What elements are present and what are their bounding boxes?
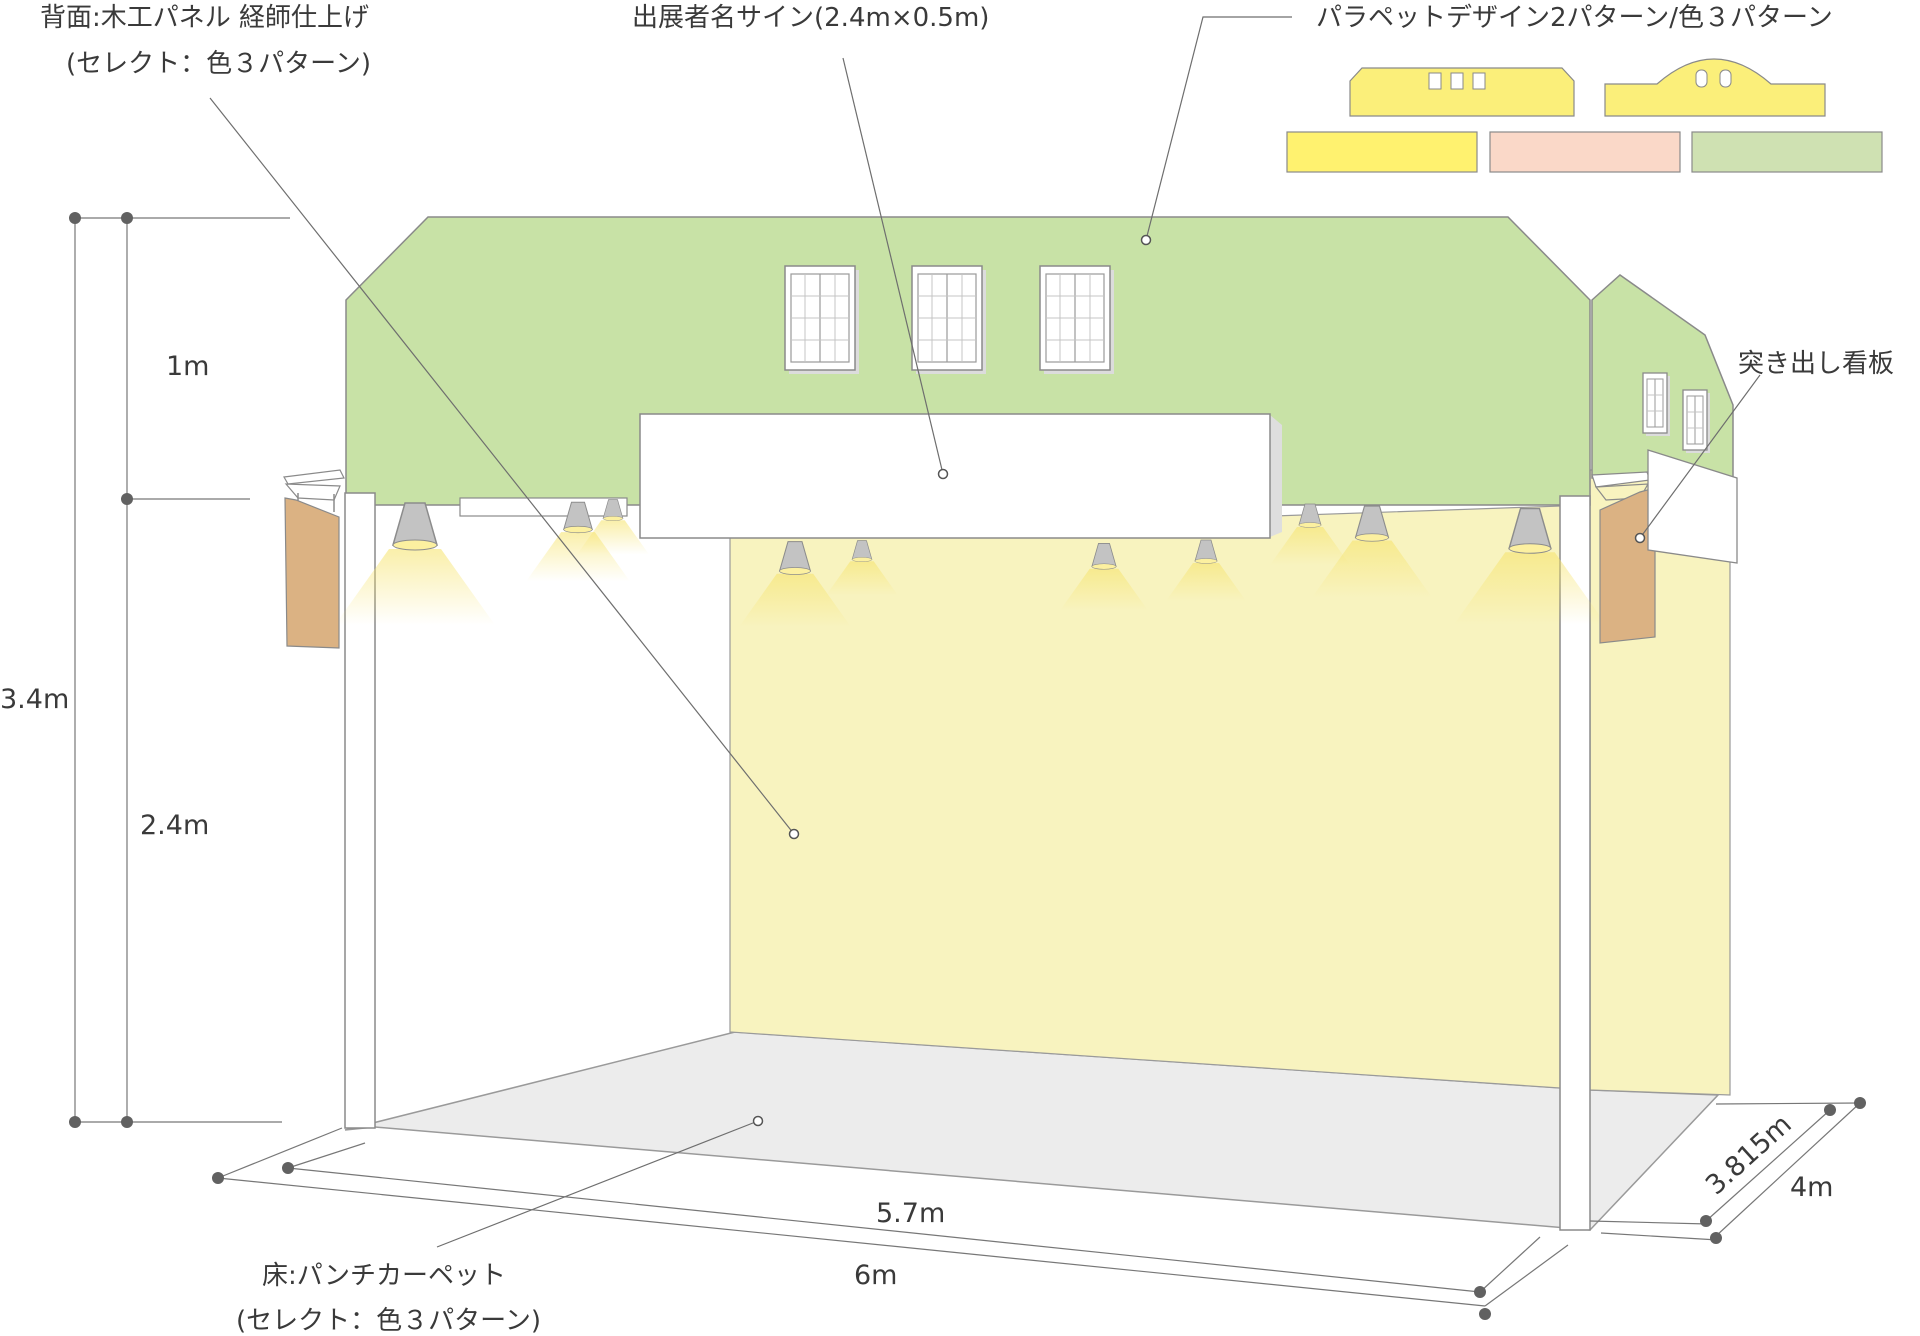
callout-point-icon [1140, 234, 1152, 246]
callout-point-icon [752, 1115, 764, 1127]
back-wall-label: 背面:木工パネル 経師仕上げ [40, 3, 369, 33]
callout-point-icon [1634, 532, 1646, 544]
dimension-point-icon [1710, 1232, 1722, 1244]
light-track [459, 497, 628, 517]
callout-point-icon [788, 828, 800, 840]
window-icon [1450, 72, 1464, 90]
window-icon [784, 265, 860, 375]
floor-note: (セレクト：色３パターン) [236, 1306, 541, 1336]
dimension-point-icon [1700, 1215, 1712, 1227]
dim-wall-height: 2.4m [140, 810, 209, 841]
window-icon [1039, 265, 1115, 375]
back-wall-note: (セレクト：色３パターン) [66, 49, 371, 79]
dimension-point-icon [121, 1116, 133, 1128]
dimension-point-icon [1474, 1286, 1486, 1298]
dimension-point-icon [212, 1172, 224, 1184]
color-swatch-green [1691, 131, 1883, 173]
window-icon [1695, 69, 1708, 88]
dimension-point-icon [1854, 1097, 1866, 1109]
dimension-point-icon [282, 1162, 294, 1174]
dim-total-height: 3.4m [0, 684, 69, 715]
parapet-option-arched [1604, 58, 1826, 117]
fascia-sign-label: 出展者名サイン(2.4m×0.5m) [632, 3, 989, 33]
dimension-point-icon [1479, 1308, 1491, 1320]
window-icon [1719, 69, 1732, 88]
dim-outer-width: 6m [854, 1260, 897, 1291]
dimension-point-icon [69, 212, 81, 224]
window-icon [1428, 72, 1442, 90]
dim-inner-width: 5.7m [876, 1198, 945, 1229]
parapet-option-straight [1349, 67, 1575, 117]
left-projecting-sign [284, 497, 340, 649]
right-projecting-sign [1599, 487, 1656, 644]
dimension-point-icon [1824, 1104, 1836, 1116]
dimension-point-icon [121, 212, 133, 224]
window-icon [1642, 372, 1671, 437]
right-signboard-panel [1647, 449, 1738, 564]
window-icon [1682, 389, 1711, 454]
dimension-point-icon [69, 1116, 81, 1128]
parapet-label: パラペットデザイン2パターン/色３パターン [1316, 3, 1833, 33]
left-sign-bracket [283, 469, 345, 485]
window-icon [911, 265, 987, 375]
projecting-sign-label: 突き出し看板 [1738, 349, 1894, 379]
color-swatch-pink [1489, 131, 1681, 173]
dimension-point-icon [121, 493, 133, 505]
callout-point-icon [937, 468, 949, 480]
window-icon [1472, 72, 1486, 90]
dim-inner-depth: 3.815m [1700, 1109, 1798, 1201]
dim-parapet-height: 1m [166, 351, 209, 382]
color-swatch-yellow [1286, 131, 1478, 173]
exhibitor-sign [639, 413, 1271, 539]
dim-outer-depth: 4m [1790, 1172, 1833, 1203]
floor-label: 床:パンチカーペット [262, 1261, 506, 1291]
